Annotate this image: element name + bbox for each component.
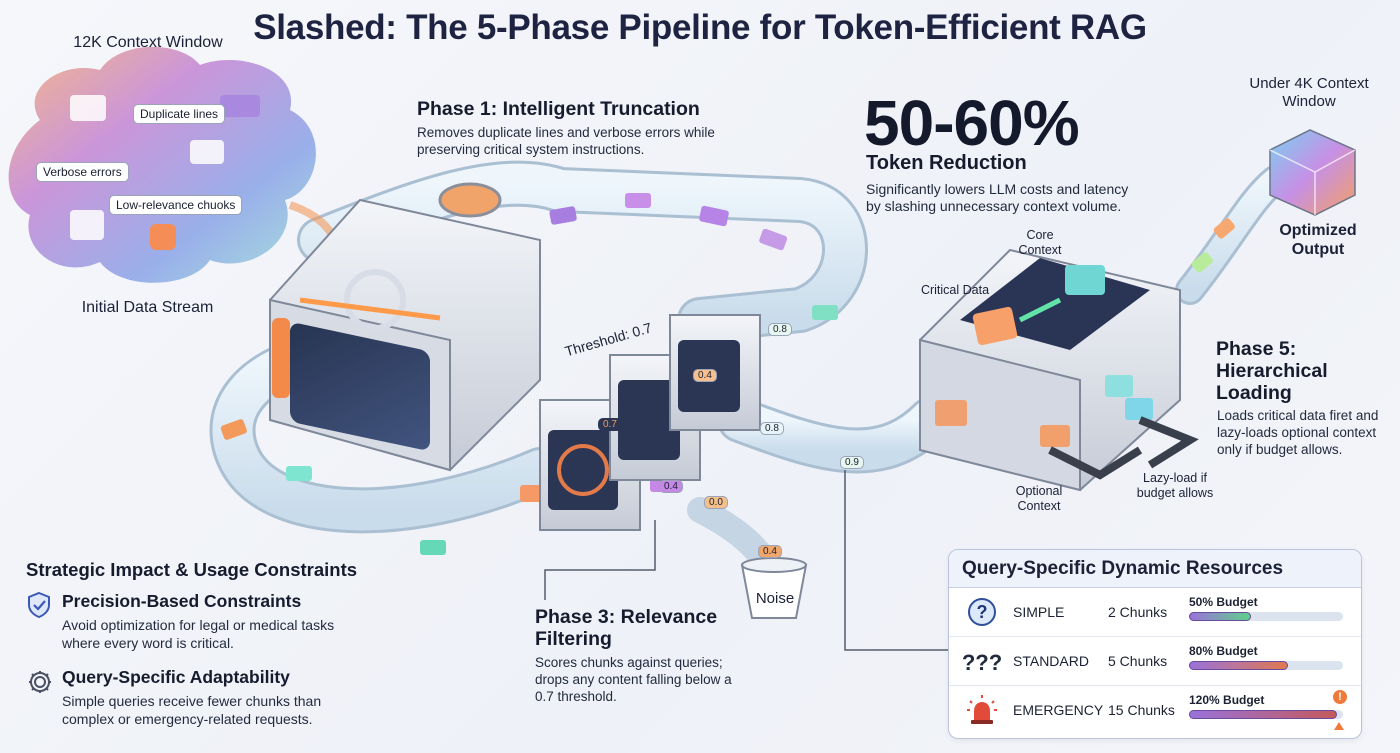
impact-item-text: Simple queries receive fewer chunks than… (62, 693, 322, 727)
score-chip: 0.4 (693, 369, 717, 382)
question-icon: ? (968, 598, 996, 626)
resource-budget-label: 50% Budget (1189, 595, 1258, 609)
output-cube (1269, 129, 1356, 216)
phase1-heading: Phase 1: Intelligent Truncation (417, 98, 700, 120)
optional-context-label: Optional Context (1015, 484, 1063, 513)
resource-name: STANDARD (1013, 653, 1089, 669)
chip-low-relevance: Low-relevance chuoks (109, 195, 243, 215)
svg-text:???: ??? (962, 650, 1002, 675)
critical-data-label: Critical Data (920, 283, 990, 297)
resource-name: EMERGENCY (1013, 702, 1104, 718)
optimized-output-label: Optimized Output (1279, 222, 1357, 258)
score-chip: 0.7 (598, 418, 622, 431)
multi-question-icon: ??? (962, 650, 1002, 675)
budget-track (1189, 612, 1343, 621)
data-chunks (220, 193, 1235, 555)
noise-label: Noise (755, 590, 795, 607)
budget-track (1189, 661, 1343, 670)
budget-track (1189, 710, 1343, 719)
resource-name: SIMPLE (1013, 604, 1065, 620)
resource-row-emergency: EMERGENCY 15 Chunks 120% Budget ! (949, 686, 1361, 734)
phase3-description: Scores chunks against queries; drops any… (535, 655, 732, 704)
hierarchical-loader (919, 248, 1199, 492)
truncation-machine (269, 182, 541, 472)
impact-item-title: Query-Specific Adaptability (62, 667, 290, 687)
overflow-marker-icon (1334, 722, 1344, 730)
budget-fill (1189, 710, 1337, 719)
gear-icon (29, 671, 51, 693)
score-chip: 0.0 (704, 496, 728, 509)
page-title: Slashed: The 5-Phase Pipeline for Token-… (253, 8, 1147, 47)
shield-check-icon (28, 591, 50, 619)
input-window-label: 12K Context Window (73, 34, 223, 51)
score-chip: 0.4 (659, 480, 683, 493)
score-chip: 0.8 (768, 323, 792, 336)
phase3-heading: Phase 3: Relevance Filtering (535, 606, 718, 650)
core-context-label: Core Context (1018, 228, 1062, 257)
resource-budget-label: 120% Budget (1189, 693, 1265, 707)
budget-fill (1189, 661, 1288, 670)
score-chip: 0.4 (758, 545, 782, 558)
resource-chunks: 5 Chunks (1108, 653, 1168, 669)
output-window-label: Under 4K Context Window (1249, 75, 1369, 110)
relevance-filters (539, 314, 808, 619)
chip-duplicate-lines: Duplicate lines (133, 104, 226, 124)
reduction-description: Significantly lowers LLM costs and laten… (866, 181, 1129, 214)
svg-text:?: ? (977, 602, 988, 622)
score-chip: 0.9 (840, 456, 864, 469)
budget-fill (1189, 612, 1251, 621)
phase5-heading: Phase 5: Hierarchical Loading (1216, 338, 1328, 404)
chip-verbose-errors: Verbose errors (36, 162, 129, 182)
impact-item-title: Precision-Based Constraints (62, 591, 302, 611)
reduction-value: 50-60% (864, 87, 1080, 159)
resource-chunks: 15 Chunks (1108, 702, 1175, 718)
context-cloud (8, 46, 339, 283)
alert-icon: ! (1333, 690, 1347, 704)
impact-item-text: Avoid optimization for legal or medical … (62, 617, 335, 651)
alarm-icon (967, 695, 997, 724)
resource-row-simple: ? SIMPLE 2 Chunks 50% Budget (949, 588, 1361, 637)
phase5-description: Loads critical data firet and lazy-loads… (1217, 408, 1379, 457)
resource-budget-label: 80% Budget (1189, 644, 1258, 658)
score-chip: 0.8 (760, 422, 784, 435)
resources-panel: Query-Specific Dynamic Resources ? SIMPL… (948, 549, 1362, 739)
resource-chunks: 2 Chunks (1108, 604, 1168, 620)
lazy-load-label: Lazy-load if budget allows (1136, 471, 1214, 500)
resources-heading: Query-Specific Dynamic Resources (949, 550, 1361, 588)
reduction-label: Token Reduction (866, 152, 1027, 174)
initial-data-stream-label: Initial Data Stream (81, 299, 214, 316)
phase1-description: Removes duplicate lines and verbose erro… (417, 125, 715, 157)
resource-row-standard: ??? STANDARD 5 Chunks 80% Budget (949, 637, 1361, 686)
impact-heading: Strategic Impact & Usage Constraints (26, 559, 358, 580)
connector-lines (544, 470, 948, 651)
